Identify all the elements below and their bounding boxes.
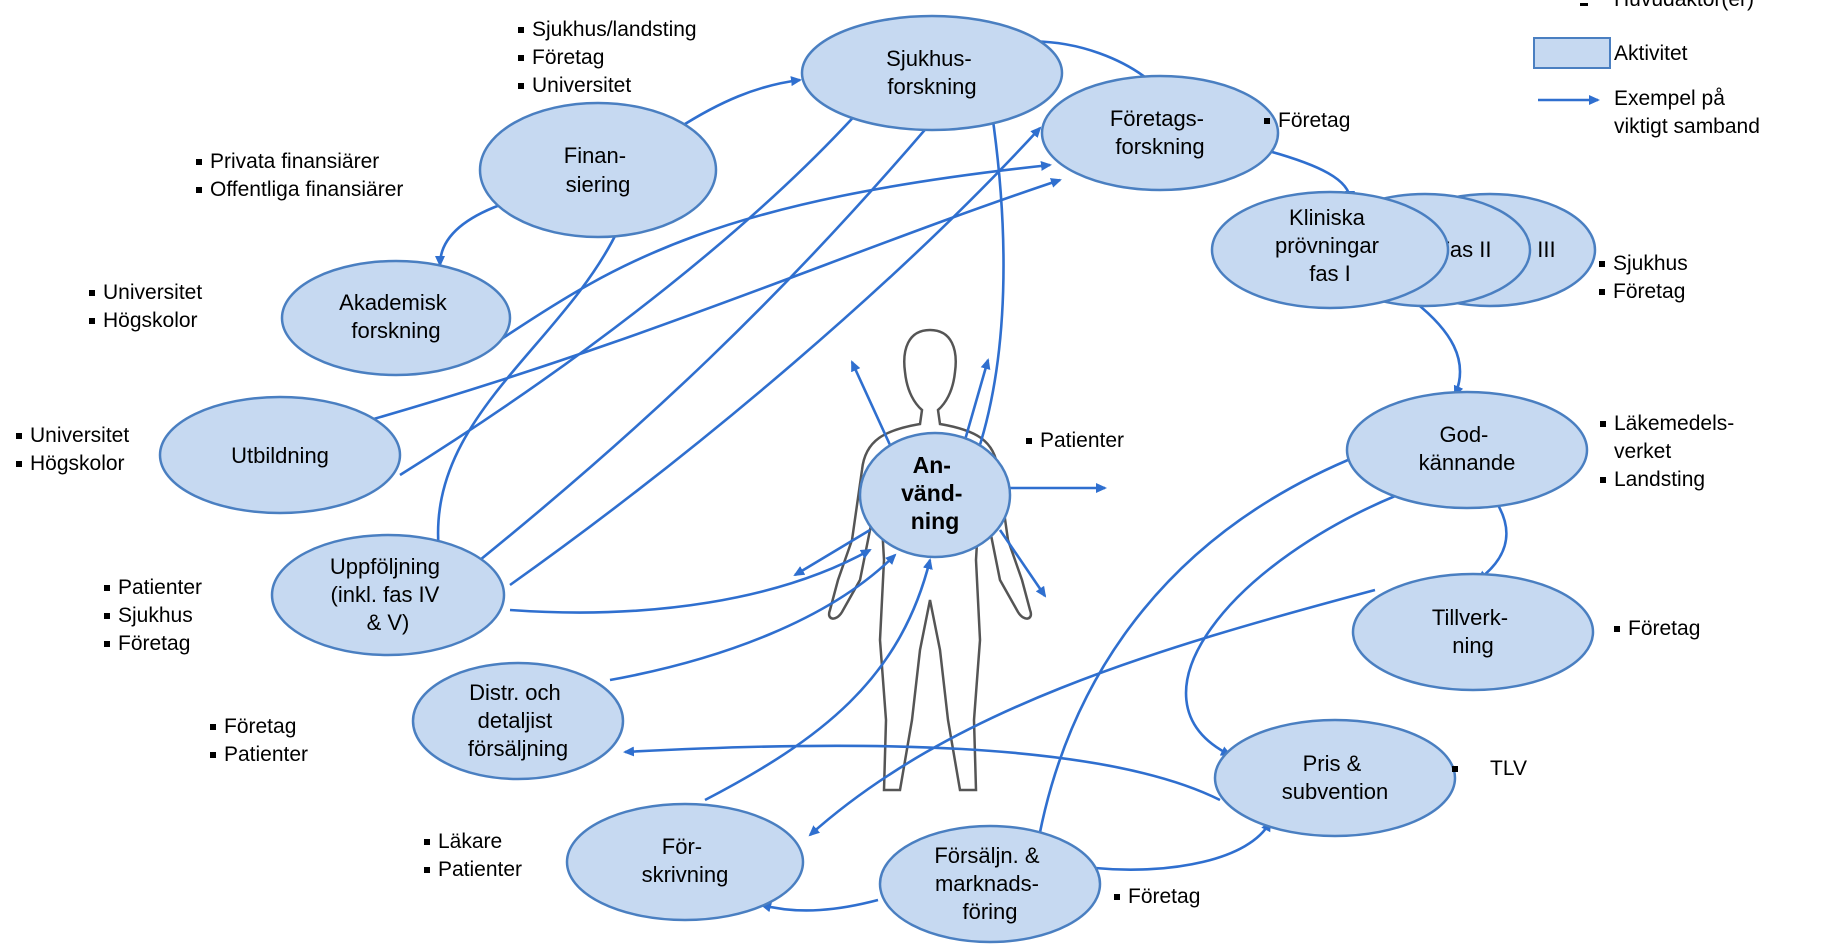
legend-link-label: Exempel på viktigt samband xyxy=(1614,87,1760,138)
actors-uppfoljning: Patienter Sjukhus Företag xyxy=(104,576,208,655)
actors-foretagsforskning: Företag xyxy=(1264,109,1350,132)
node-kliniska: Fas III Fas II Kliniska prövningar fas I xyxy=(1210,190,1597,310)
node-anvandning: An- vänd- ning xyxy=(858,431,1012,559)
node-label: Utbildning xyxy=(231,443,329,468)
node-utbildning: Utbildning xyxy=(158,395,402,515)
node-akademisk: Akademisk forskning xyxy=(280,259,512,377)
edge-uppfoljning-sjukhusforskning xyxy=(479,116,937,562)
edge-akademisk-foretagsforskning xyxy=(499,160,1052,342)
edge-kliniska-godkannande xyxy=(1414,300,1464,397)
node-tillverkning: Tillverk- ning xyxy=(1351,572,1595,692)
node-label: För- skrivning xyxy=(642,834,729,887)
edge-finansiering-akademisk xyxy=(435,203,501,267)
actor-list: Företag xyxy=(1278,109,1350,132)
node-uppfoljning: Uppföljning (inkl. fas IV & V) xyxy=(270,533,506,657)
legend-actor-label: Huvudaktör(er) xyxy=(1614,0,1754,11)
edge-utbildning-sjukhusforskning xyxy=(399,108,862,477)
actor-list: Privata finansiärer Offentliga finansiär… xyxy=(210,150,403,201)
actors-finansiering: Privata finansiärer Offentliga finansiär… xyxy=(196,150,403,201)
node-sjukhusforskning: Sjukhus- forskning xyxy=(800,14,1064,132)
node-foretagsforskning: Företags- forskning xyxy=(1040,74,1280,192)
edge-forsaljn-forskrivning xyxy=(760,898,879,913)
edge-uppfoljning-anvandning xyxy=(509,548,872,614)
actors-pris: TLV xyxy=(1452,757,1527,780)
actors-utbildning: Universitet Högskolor xyxy=(16,424,135,475)
actors-akademisk: Universitet Högskolor xyxy=(89,281,208,332)
actor-list: Läkemedels- verket Landsting xyxy=(1614,412,1740,491)
edge-anvandning-out-2 xyxy=(963,358,991,441)
actor-list: Företag Patienter xyxy=(224,715,308,766)
node-label: Tillverk- ning xyxy=(1432,605,1514,658)
actor-list: Universitet Högskolor xyxy=(103,281,208,332)
edge-forsaljn-pris xyxy=(1094,820,1272,871)
actors-forskrivning: Läkare Patienter xyxy=(424,830,522,881)
edge-uppfoljning-foretagsforskning xyxy=(509,126,1042,587)
actors-tillverkning: Företag xyxy=(1614,617,1700,640)
actors-distr: Företag Patienter xyxy=(210,715,308,766)
node-distr: Distr. och detaljist försäljning xyxy=(411,661,625,781)
actors-godkannande: Läkemedels- verket Landsting xyxy=(1600,412,1740,491)
node-label: God- kännande xyxy=(1419,422,1516,475)
edge-anvandning-out-1 xyxy=(850,360,892,446)
actor-list: Företag xyxy=(1628,617,1700,640)
actors-forsaljn: Företag xyxy=(1114,885,1200,908)
legend-activity-swatch xyxy=(1533,37,1611,69)
node-label: Finan- siering xyxy=(564,143,632,197)
legend-activity-label: Aktivitet xyxy=(1614,42,1688,65)
edge-anvandning-out-5 xyxy=(998,529,1047,598)
edge-utbildning-foretagsforskning xyxy=(369,178,1062,422)
actor-list: Läkare Patienter xyxy=(438,830,522,881)
actor-list: Sjukhus Företag xyxy=(1613,252,1694,303)
node-label: Företags- forskning xyxy=(1110,106,1210,159)
edge-distr-anvandning xyxy=(609,553,897,682)
node-label: Akademisk forskning xyxy=(339,290,453,343)
edge-sjukhusforskning-anvandning xyxy=(973,99,1005,462)
node-forsaljn: Försäljn. & marknads- föring xyxy=(878,824,1102,944)
actor-list: TLV xyxy=(1490,757,1527,780)
actors-kliniska: Sjukhus Företag xyxy=(1599,252,1694,303)
node-godkannande: God- kännande xyxy=(1345,390,1589,510)
edge-anvandning-out-4 xyxy=(793,528,871,577)
node-label: An- vänd- ning xyxy=(901,452,969,534)
actor-list: Patienter Sjukhus Företag xyxy=(118,576,208,655)
node-label: Kliniska prövningar fas I xyxy=(1275,205,1385,286)
legend: Huvudaktör(er) Aktivitet Exempel på vikt… xyxy=(1533,0,1760,138)
edge-forskrivning-anvandning xyxy=(704,558,933,802)
node-label: Uppföljning (inkl. fas IV & V) xyxy=(330,554,446,635)
node-label: Sjukhus- forskning xyxy=(886,46,978,99)
edge-tillverkning-forskrivning xyxy=(808,588,1376,837)
node-forskrivning: För- skrivning xyxy=(565,802,805,922)
edge-godkannande-tillverkning xyxy=(1476,504,1508,582)
actor-list: Patienter xyxy=(1040,429,1124,452)
node-pris: Pris & subvention xyxy=(1213,718,1457,838)
actors-sjukhusforskning: Sjukhus/landsting Företag Universitet xyxy=(518,18,702,97)
actor-list: Sjukhus/landsting Företag Universitet xyxy=(532,18,702,97)
edge-godkannande-forsaljn xyxy=(1031,453,1361,862)
actor-list: Universitet Högskolor xyxy=(30,424,135,475)
node-label: Försäljn. & marknads- föring xyxy=(934,843,1045,924)
node-label: Pris & subvention xyxy=(1282,751,1388,804)
node-label: Distr. och detaljist försäljning xyxy=(468,680,568,761)
edge-godkannande-pris xyxy=(1184,488,1411,757)
actors-anvandning: Patienter xyxy=(1026,429,1124,452)
edge-pris-distr xyxy=(623,744,1221,802)
edge-finansiering-uppfoljning xyxy=(433,229,620,562)
node-finansiering: Finan- siering xyxy=(478,101,718,239)
actor-list: Företag xyxy=(1128,885,1200,908)
